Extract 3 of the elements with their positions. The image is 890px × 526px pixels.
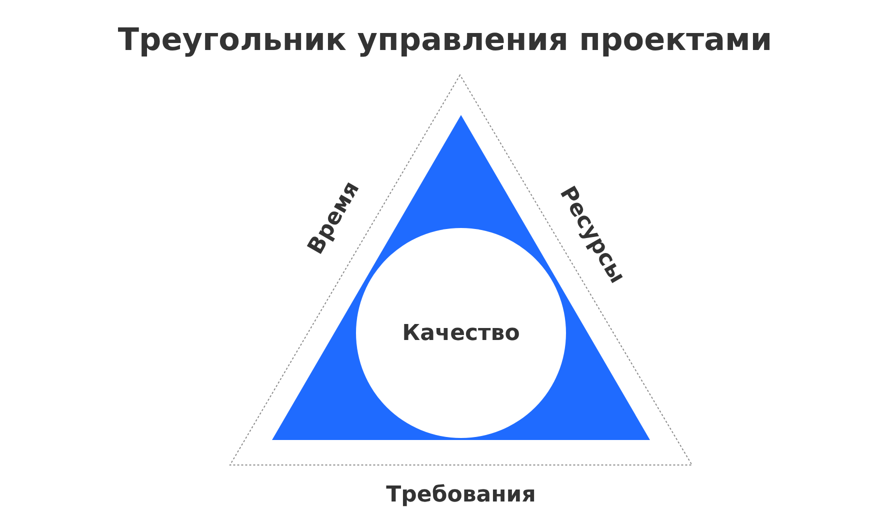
title: Треугольник управления проектами <box>116 22 774 58</box>
side-label: Требования <box>386 482 536 508</box>
node-label: Качество <box>402 320 520 346</box>
